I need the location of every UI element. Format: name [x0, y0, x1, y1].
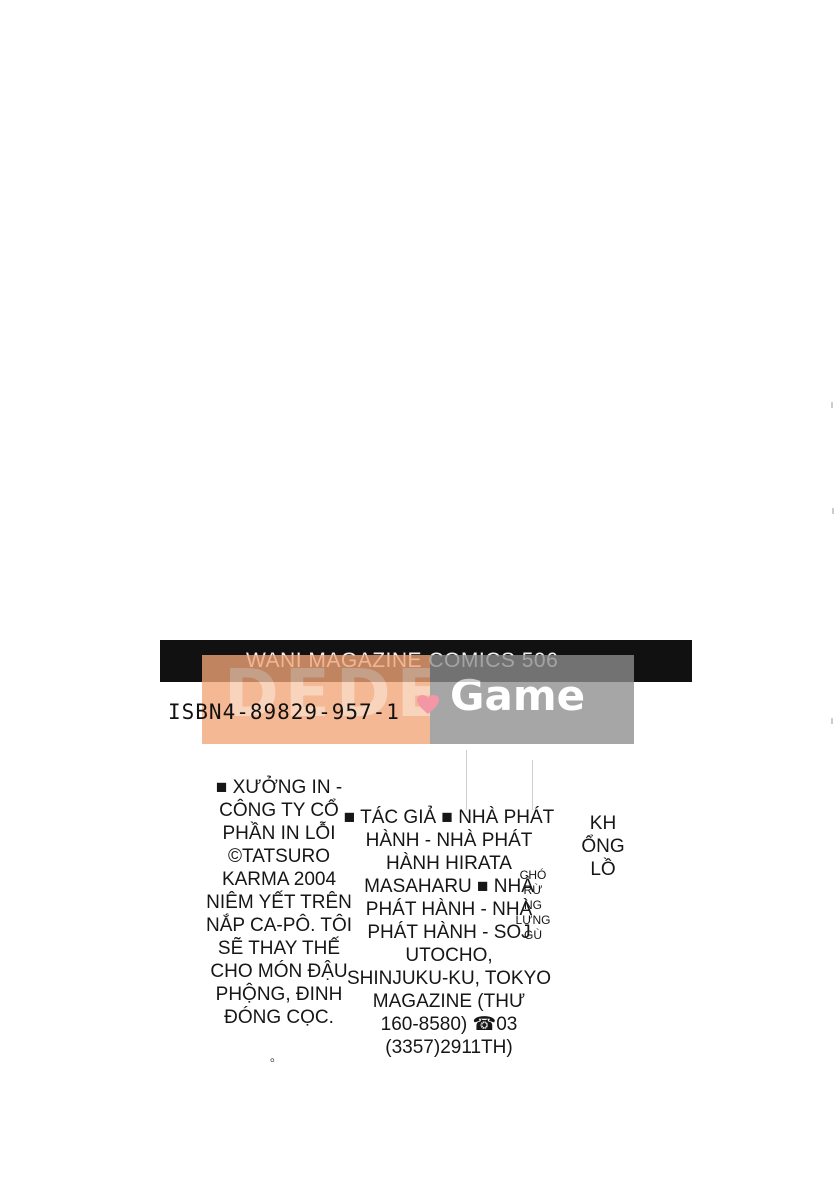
colophon-line: HÀNH - NHÀ PHÁT	[365, 830, 533, 851]
colophon-middle-column: ■ TÁC GIẢ ■ NHÀ PHÁT HÀNH - NHÀ PHÁT HÀN…	[320, 806, 578, 1059]
site-watermark: DEDE Game	[202, 655, 634, 744]
colophon-line: ĐÓNG CỌC.	[224, 1007, 334, 1028]
colophon-line: KARMA 2004	[221, 869, 337, 890]
colophon-line: PHÁT HÀNH - SOJ	[367, 922, 531, 943]
colophon-line: ■ XƯỞNG IN -	[215, 777, 343, 798]
watermark-left-panel: DEDE	[202, 655, 430, 744]
isbn-number: ISBN4-89829-957-1	[168, 700, 400, 724]
colophon-line: PHẦN IN LỖI	[222, 823, 336, 844]
colophon-line: ỔNG	[581, 836, 625, 857]
heart-icon	[417, 695, 439, 714]
watermark-right-text: Game	[450, 671, 586, 720]
colophon-line: CHÓ	[519, 868, 547, 882]
colophon-line: (3357)2911TH)	[385, 1037, 513, 1058]
colophon-line: UTOCHO,	[405, 945, 493, 966]
colophon-tiny-column: CHÓ RỪ NG LƯNG GÙ	[505, 868, 561, 943]
scan-speck	[832, 508, 834, 514]
colophon-line: CÔNG TY CỔ	[219, 800, 339, 821]
scan-speck	[831, 402, 833, 408]
watermark-right-panel: Game	[430, 655, 634, 744]
colophon-line: MAGAZINE (THƯ	[372, 991, 526, 1012]
colophon-line: NẮP CA-PÔ. TÔI	[205, 915, 353, 936]
scan-line	[466, 750, 467, 810]
colophon-line: RỪ	[523, 883, 543, 897]
colophon-line: MASAHARU ■ NHÀ	[364, 876, 534, 897]
colophon-line: NG	[524, 898, 542, 912]
colophon-line: ■ TÁC GIẢ ■ NHÀ PHÁT	[343, 807, 555, 828]
watermark-left-text: DEDE	[224, 655, 430, 732]
colophon-line: SHINJUKU-KU, TOKYO	[346, 968, 552, 989]
scan-speck	[831, 718, 833, 724]
colophon-line: PHỘNG, ĐINH	[215, 984, 343, 1005]
colophon-line: SẼ THAY THẾ	[217, 938, 341, 959]
colophon-line: GÙ	[524, 928, 542, 942]
colophon-line: 160-8580) ☎03	[380, 1014, 518, 1035]
colophon-right-column: KH ỔNG LỒ	[570, 812, 636, 881]
colophon-line: KH	[589, 813, 617, 834]
stray-dot-mark: 。	[270, 1050, 283, 1064]
colophon-line: LỒ	[590, 859, 616, 880]
colophon-left-column: ■ XƯỞNG IN - CÔNG TY CỔ PHẦN IN LỖI ©TAT…	[190, 776, 368, 1029]
colophon-line: PHÁT HÀNH - NHÀ	[365, 899, 533, 920]
colophon-line: NIÊM YẾT TRÊN	[206, 892, 352, 913]
colophon-line: CHO MÓN ĐẬU	[210, 961, 348, 982]
colophon-line: LƯNG	[515, 913, 551, 927]
colophon-line: HÀNH HIRATA	[386, 853, 512, 874]
scan-line	[532, 760, 533, 810]
colophon-line: ©TATSURO	[228, 846, 330, 867]
